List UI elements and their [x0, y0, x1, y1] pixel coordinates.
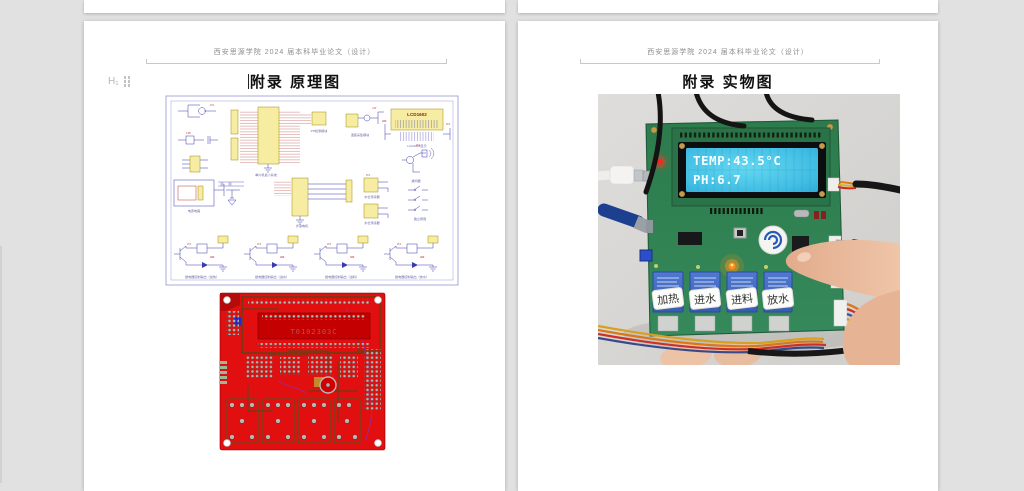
- svg-text:蜂鸣器: 蜂鸣器: [411, 178, 420, 183]
- svg-text:VCC: VCC: [210, 104, 215, 107]
- relay-4: 放水: [761, 271, 795, 332]
- lcd-module: TEMP:43.5°C PH:6.7: [671, 127, 831, 207]
- svg-text:GND: GND: [382, 120, 387, 123]
- relay-sticker-1: 加热: [656, 292, 679, 308]
- schematic-key-switches: 独立按键: [408, 185, 428, 221]
- svg-text:VCC: VCC: [416, 144, 421, 147]
- svg-text:继电器控制输出（加热）: 继电器控制输出（加热）: [185, 274, 219, 279]
- header-rule: [146, 59, 447, 64]
- page-title[interactable]: 附录 原理图: [247, 74, 342, 91]
- svg-text:步进电机: 步进电机: [296, 223, 309, 228]
- photo-figure[interactable]: TEMP:43.5°C PH:6.7: [598, 94, 900, 365]
- schematic-water-sensors: VCC 水位传感器 水位传感器: [363, 174, 389, 225]
- pcb-left-header: [219, 361, 227, 384]
- schematic-temp-module: +5V 温度采集模块: [345, 107, 384, 137]
- text-cursor: [247, 74, 249, 89]
- lcd-screen: [686, 148, 818, 192]
- relay-1: 加热: [651, 271, 685, 332]
- svg-text:单片机最小系统: 单片机最小系统: [255, 172, 277, 177]
- svg-text:继电器控制输出（进料）: 继电器控制输出（进料）: [325, 274, 359, 279]
- relay-3: 进料: [725, 271, 759, 332]
- schematic-mcu-block: 单片机最小系统: [230, 106, 300, 177]
- schematic-lcd-block: LCD1602 GND VCC LCD1602显示: [382, 108, 451, 148]
- svg-text:T0102303C: T0102303C: [291, 328, 338, 336]
- top-black-wires: [643, 94, 815, 195]
- pcb-lcd-footprint: T0102303C: [241, 296, 381, 354]
- svg-text:VCC: VCC: [366, 174, 371, 177]
- svg-text:LCD1602: LCD1602: [407, 112, 427, 117]
- schematic-figure[interactable]: VCC GND VCC 12M: [164, 94, 460, 287]
- schematic-power-circuit: 电源电路: [173, 179, 244, 213]
- page-schematic[interactable]: 西安思源学院 2024 届本科毕业论文（设计） 附录 原理图 VCC GND: [84, 21, 505, 491]
- svg-text:独立按键: 独立按键: [414, 216, 426, 221]
- lcd-line-2: PH:6.7: [693, 172, 741, 187]
- schematic-relay-outputs: 继电器控制输出（加热） 继电器控制输出（进水） 继电器控制输出（进料） 继电器控…: [173, 235, 439, 279]
- drag-handle-icon[interactable]: [123, 76, 131, 87]
- schematic-top-left-circuits: VCC 12M: [178, 104, 218, 173]
- previous-page-bottom-right: [518, 0, 938, 13]
- heading-level-badge[interactable]: H₁: [108, 76, 119, 87]
- svg-text:水位传感器: 水位传感器: [364, 220, 379, 225]
- running-header: 西安思源学院 2024 届本科毕业论文（设计）: [213, 49, 376, 56]
- pcb-corner-holes: [223, 296, 382, 447]
- header-rule: [580, 59, 880, 64]
- page-photo[interactable]: 西安思源学院 2024 届本科毕业论文（设计） 附录 实物图: [518, 21, 938, 491]
- relay-sticker-4: 放水: [766, 291, 789, 307]
- svg-text:继电器控制输出（进水）: 继电器控制输出（进水）: [255, 274, 289, 279]
- relay-2: 进水: [688, 271, 722, 332]
- svg-text:电源电路: 电源电路: [188, 208, 200, 213]
- schematic-buzzer-circuit: VCC 蜂鸣器: [402, 144, 435, 183]
- page-title[interactable]: 附录 实物图: [682, 74, 774, 91]
- usb-cable: [598, 165, 653, 185]
- pcb-board: T0102303C: [219, 292, 386, 451]
- svg-text:水位传感器: 水位传感器: [364, 194, 379, 199]
- svg-text:温度采集模块: 温度采集模块: [351, 132, 370, 137]
- running-header: 西安思源学院 2024 届本科毕业论文（设计）: [647, 49, 809, 56]
- schematic-stepper-circuit: 步进电机: [274, 177, 353, 228]
- svg-text:PH检测模块: PH检测模块: [311, 128, 328, 133]
- schematic-ph-module: PH检测模块: [300, 111, 328, 133]
- pcb-relay-footprints: [225, 398, 361, 444]
- margin-tools: H₁: [108, 76, 131, 87]
- svg-text:12M: 12M: [186, 132, 191, 135]
- svg-text:VCC: VCC: [446, 123, 451, 126]
- bnc-probe-connector: [598, 203, 653, 233]
- panel-edge-line: [0, 246, 2, 483]
- relay-sticker-3: 进料: [730, 291, 754, 308]
- svg-text:LCD1602显示: LCD1602显示: [407, 144, 426, 148]
- svg-text:继电器控制输出（放水）: 继电器控制输出（放水）: [395, 274, 429, 279]
- previous-page-bottom-left: [84, 0, 505, 13]
- svg-text:+5V: +5V: [372, 107, 377, 110]
- relay-sticker-2: 进水: [693, 292, 716, 307]
- lcd-line-1: TEMP:43.5°C: [693, 153, 781, 168]
- pointing-hand: [785, 239, 900, 365]
- relay-bank: 加热 进水: [651, 271, 795, 332]
- pcb-figure[interactable]: T0102303C: [218, 291, 388, 453]
